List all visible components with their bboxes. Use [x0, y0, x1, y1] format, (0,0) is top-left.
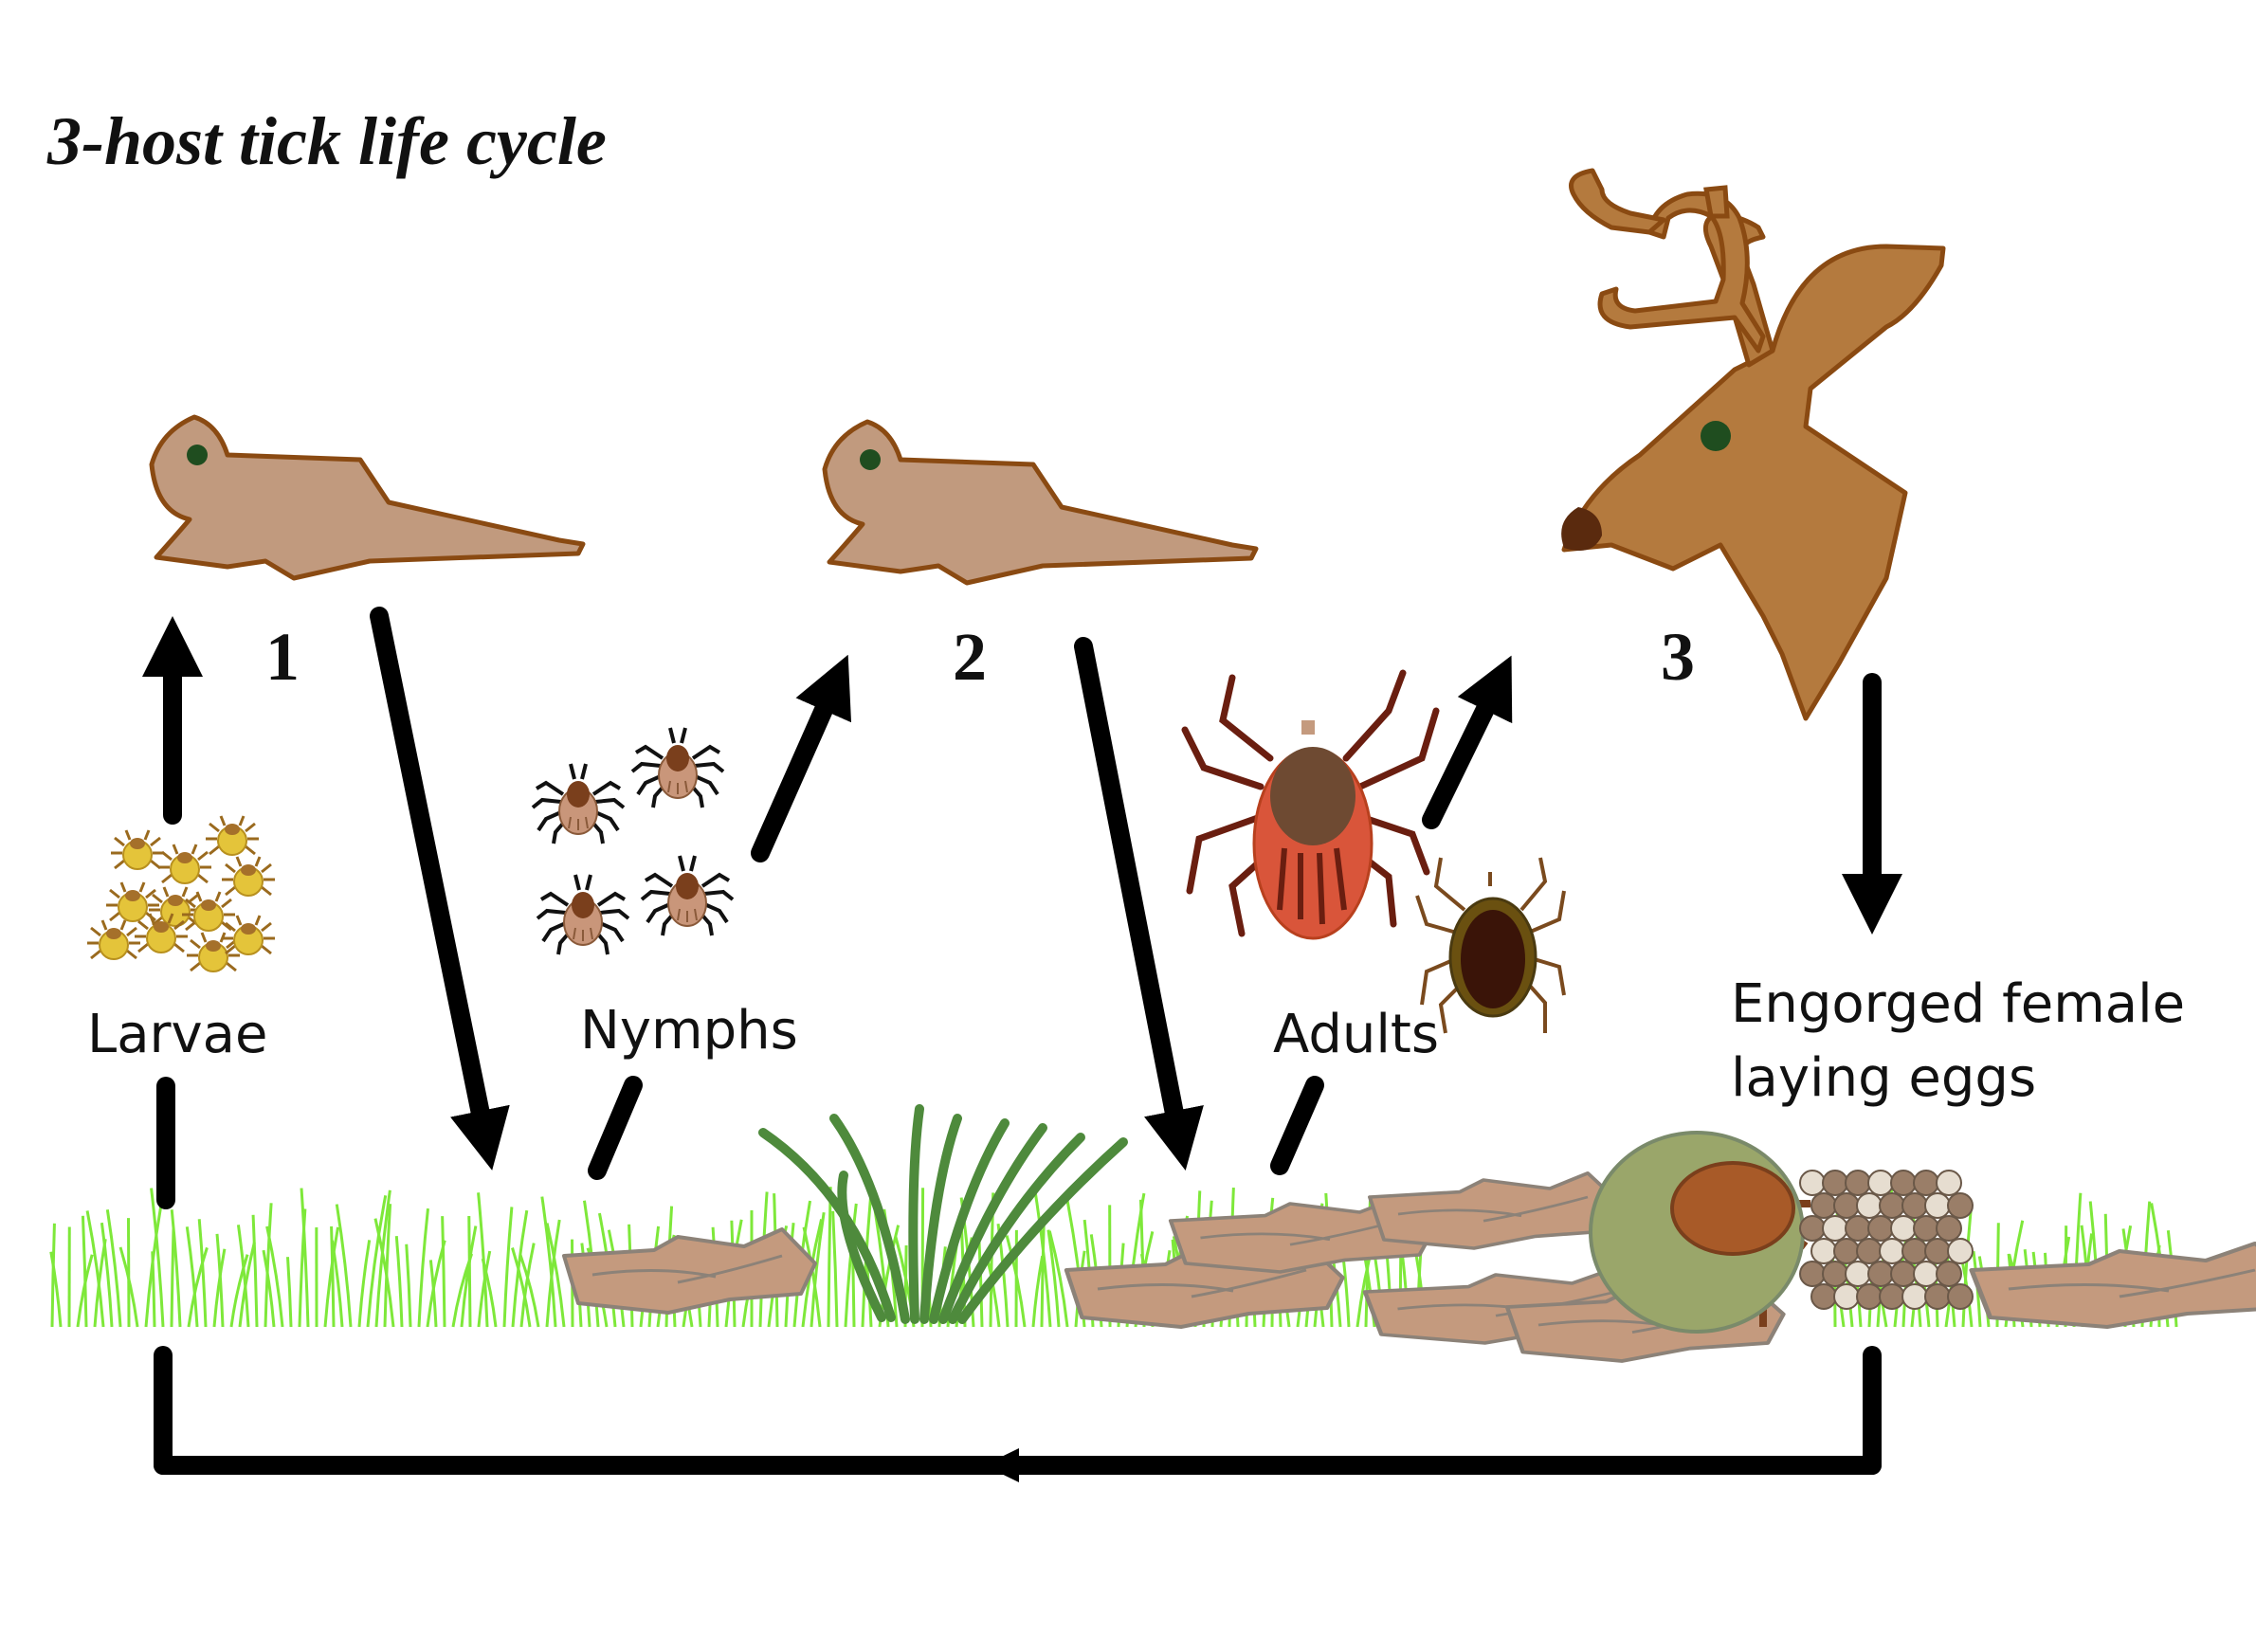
engorged-label-line2: laying eggs: [1731, 1041, 2036, 1116]
egg: [1857, 1193, 1882, 1218]
grass-blade: [443, 1216, 445, 1327]
egg: [1834, 1284, 1859, 1309]
diagram-title: 3-host tick life cycle: [47, 102, 607, 181]
adult-male-tick-icon: [1417, 858, 1564, 1033]
flow-arrowhead-icon: [984, 1448, 1019, 1482]
grass-blade: [469, 1216, 470, 1327]
grass-blade: [153, 1251, 155, 1327]
grass-blade: [833, 1211, 837, 1327]
egg: [1914, 1262, 1938, 1286]
grass-blade: [396, 1236, 402, 1327]
engorged-label-line1: Engorged female: [1731, 967, 2185, 1043]
grass-blade: [1343, 1257, 1349, 1327]
egg: [1891, 1216, 1916, 1241]
egg: [1891, 1262, 1916, 1286]
egg: [1811, 1239, 1836, 1263]
egg: [1937, 1216, 1961, 1241]
grass-blade: [217, 1234, 223, 1327]
egg: [1868, 1216, 1893, 1241]
egg: [1823, 1262, 1847, 1286]
rodent-icon: [825, 422, 1256, 583]
rodent-icon: [152, 417, 583, 578]
egg: [1948, 1193, 1973, 1218]
egg: [1937, 1171, 1961, 1195]
egg: [1834, 1239, 1859, 1263]
egg: [1880, 1239, 1904, 1263]
egg: [1800, 1216, 1825, 1241]
grass-blade: [337, 1205, 351, 1327]
deer-icon: [1555, 171, 1943, 718]
egg: [1857, 1284, 1882, 1309]
egg: [1846, 1216, 1870, 1241]
egg: [1846, 1262, 1870, 1286]
nymphs-label: Nymphs: [580, 993, 798, 1069]
nymph-tick-icon: [533, 728, 733, 954]
egg: [1846, 1171, 1870, 1195]
grass-blade: [828, 1187, 830, 1327]
grass-blade: [407, 1244, 410, 1327]
egg: [1811, 1193, 1836, 1218]
egg: [1880, 1284, 1904, 1309]
grass-blade: [287, 1257, 291, 1327]
adults-label: Adults: [1273, 997, 1439, 1073]
egg: [1948, 1284, 1973, 1309]
grass-blade: [504, 1207, 512, 1327]
egg: [1902, 1193, 1927, 1218]
host-2-number: 2: [953, 618, 987, 697]
egg: [1800, 1262, 1825, 1286]
egg: [1823, 1171, 1847, 1195]
egg: [1857, 1239, 1882, 1263]
egg: [1914, 1171, 1938, 1195]
egg-mass-icon: [1800, 1171, 1973, 1309]
egg: [1868, 1171, 1893, 1195]
egg: [1891, 1171, 1916, 1195]
grass-blade: [253, 1215, 257, 1327]
egg: [1823, 1216, 1847, 1241]
egg: [1937, 1262, 1961, 1286]
engorged-female-tick-icon: [1591, 1133, 1810, 1332]
egg: [1902, 1284, 1927, 1309]
egg: [1925, 1193, 1950, 1218]
egg: [1902, 1239, 1927, 1263]
grass-blade: [419, 1208, 428, 1327]
adult-female-tick-icon: [1185, 673, 1436, 938]
egg: [1834, 1193, 1859, 1218]
grass-blade: [82, 1216, 86, 1327]
egg: [1925, 1239, 1950, 1263]
egg: [1811, 1284, 1836, 1309]
host-1-number: 1: [265, 618, 300, 697]
grass-blade: [172, 1228, 173, 1327]
egg: [1914, 1216, 1938, 1241]
egg: [1868, 1262, 1893, 1286]
grass-blade: [979, 1234, 982, 1327]
larva-tick-icon: [87, 816, 275, 971]
egg: [1925, 1284, 1950, 1309]
egg: [1800, 1171, 1825, 1195]
host-3-number: 3: [1661, 618, 1695, 697]
egg: [1948, 1239, 1973, 1263]
larvae-label: Larvae: [87, 997, 267, 1073]
egg: [1880, 1193, 1904, 1218]
